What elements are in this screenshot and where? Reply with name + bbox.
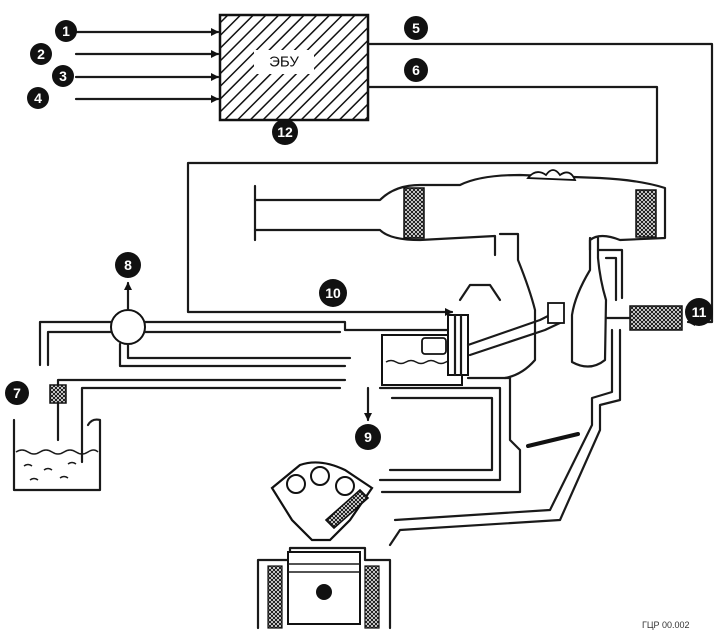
svg-text:8: 8 (124, 257, 132, 273)
callout-2: 2 (30, 43, 52, 65)
callout-10: 10 (319, 279, 347, 307)
air-intake-duct (253, 169, 667, 257)
fuel-system (12, 281, 565, 494)
svg-text:3: 3 (59, 68, 67, 84)
svg-text:10: 10 (325, 285, 341, 301)
callout-6: 6 (404, 58, 428, 82)
svg-text:11: 11 (692, 304, 707, 320)
callout-5: 5 (404, 16, 428, 40)
intake-pipes (498, 232, 683, 380)
engine (256, 328, 622, 630)
figure-code: ГЦР 00.002 (642, 620, 690, 630)
svg-text:2: 2 (37, 46, 45, 62)
ecu-label: ЭБУ (269, 54, 299, 71)
svg-text:5: 5 (412, 20, 420, 36)
svg-text:1: 1 (62, 23, 70, 39)
svg-text:9: 9 (364, 429, 372, 445)
callout-4: 4 (27, 87, 49, 109)
callout-9: 9 (355, 424, 381, 450)
ecu-block: ЭБУ (218, 13, 370, 122)
callout-12: 12 (272, 119, 298, 145)
svg-text:7: 7 (13, 385, 21, 401)
callout-7: 7 (5, 381, 29, 405)
callout-11: 11 (685, 298, 713, 326)
svg-text:12: 12 (277, 124, 293, 140)
svg-text:6: 6 (412, 62, 420, 78)
callout-1: 1 (55, 20, 77, 42)
svg-text:4: 4 (34, 90, 42, 106)
callout-3: 3 (52, 65, 74, 87)
callout-8: 8 (115, 252, 141, 278)
ecu-input-lines (74, 28, 220, 103)
